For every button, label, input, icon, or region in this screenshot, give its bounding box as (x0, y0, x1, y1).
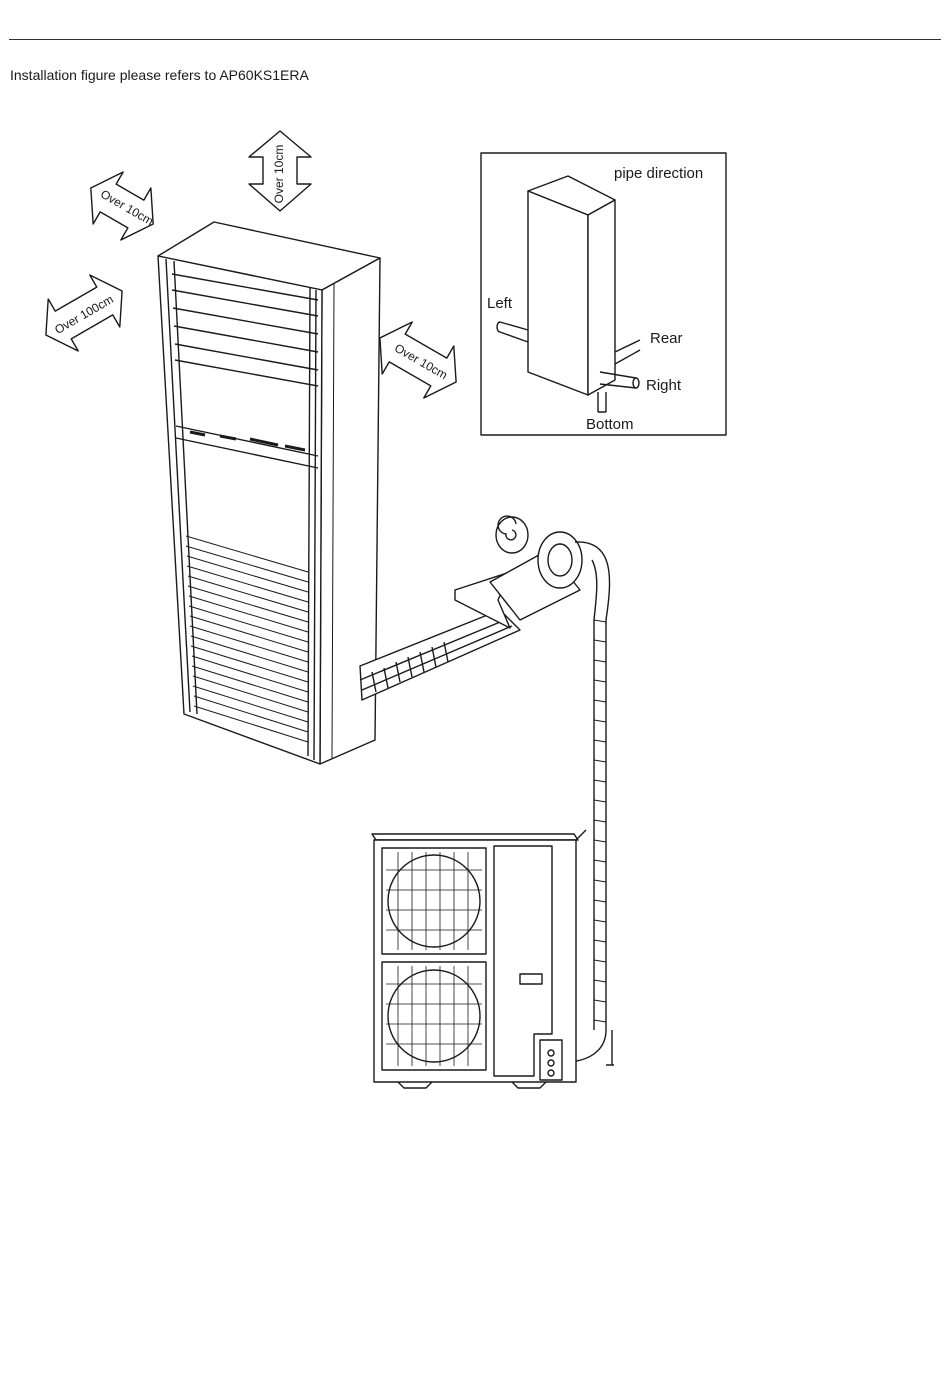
label-pipe-direction: pipe direction (614, 165, 703, 182)
label-pipe-rear: Rear (650, 330, 683, 347)
label-pipe-right: Right (646, 377, 682, 394)
label-pipe-bottom: Bottom (586, 416, 634, 433)
pipe-direction-inset (481, 153, 726, 435)
label-pipe-left: Left (487, 295, 513, 312)
outdoor-unit (372, 830, 586, 1088)
indoor-unit (158, 222, 380, 764)
label-clearance-top: Over 10cm (272, 145, 286, 204)
